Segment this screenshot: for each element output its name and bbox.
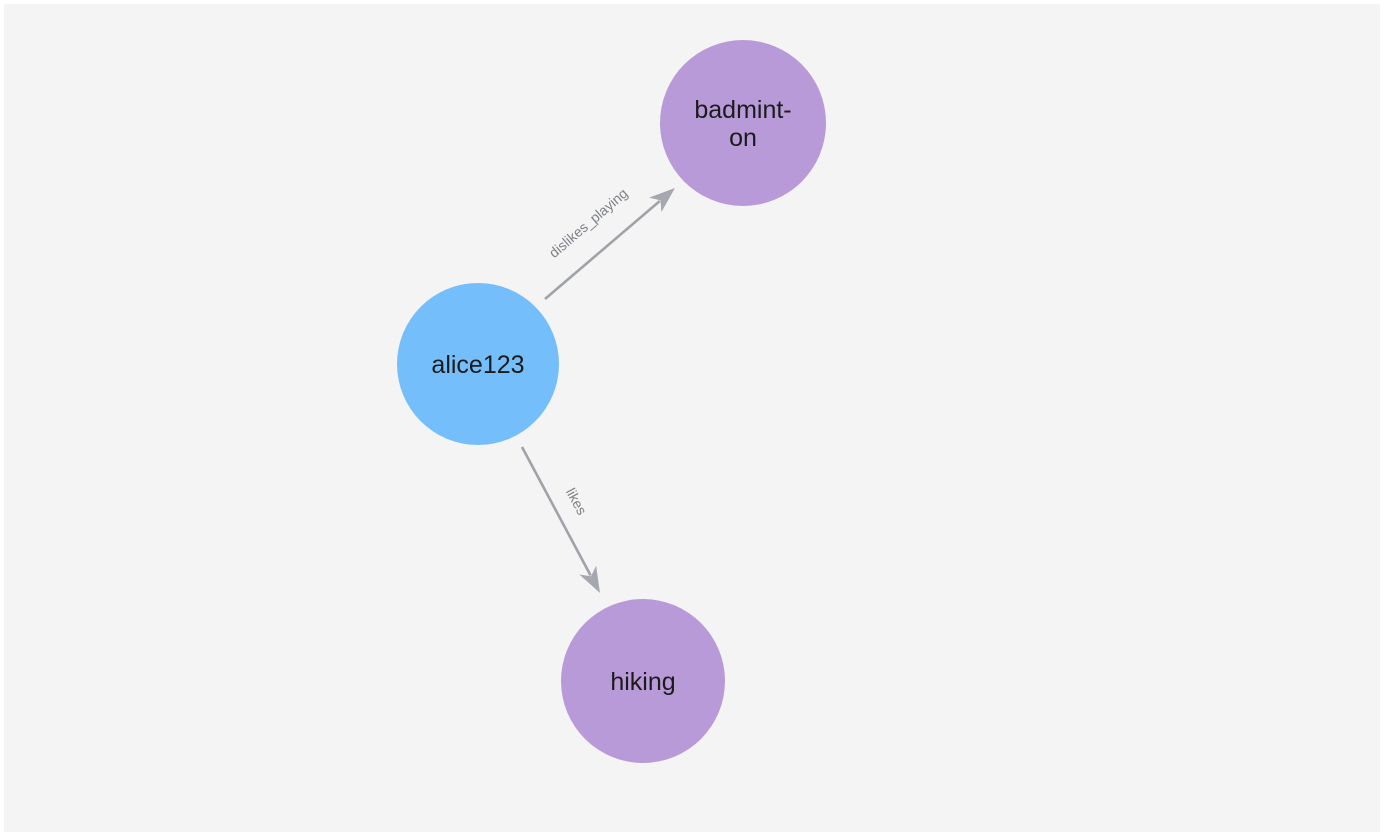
arrowhead-likes <box>579 565 600 593</box>
edge-likes[interactable]: likes <box>520 446 600 593</box>
node-alice123[interactable]: alice123 <box>397 283 559 445</box>
edge-label-likes: likes <box>563 485 590 517</box>
node-circle-badminton[interactable] <box>660 40 826 206</box>
node-label-badminton-line-2: on <box>729 124 757 152</box>
node-badminton[interactable]: badmint- on <box>660 40 826 206</box>
edge-dislikes-playing[interactable]: dislikes_playing <box>544 185 675 300</box>
node-label-alice123: alice123 <box>431 351 524 379</box>
edge-line-dislikes-playing[interactable] <box>544 199 661 300</box>
node-label-hiking: hiking <box>610 668 675 696</box>
node-label-badminton-line-1: badmint- <box>694 96 791 124</box>
edge-label-dislikes-playing: dislikes_playing <box>546 185 631 261</box>
node-circle-alice123[interactable] <box>397 283 559 445</box>
edge-line-likes[interactable] <box>520 446 592 576</box>
node-circle-hiking[interactable] <box>561 599 725 763</box>
node-hiking[interactable]: hiking <box>561 599 725 763</box>
arrowhead-dislikes-playing <box>649 188 675 213</box>
graph-svg[interactable]: dislikes_playing likes badmint- on alice… <box>4 4 1384 836</box>
nodes-layer: badmint- on alice123 hiking <box>397 40 826 763</box>
